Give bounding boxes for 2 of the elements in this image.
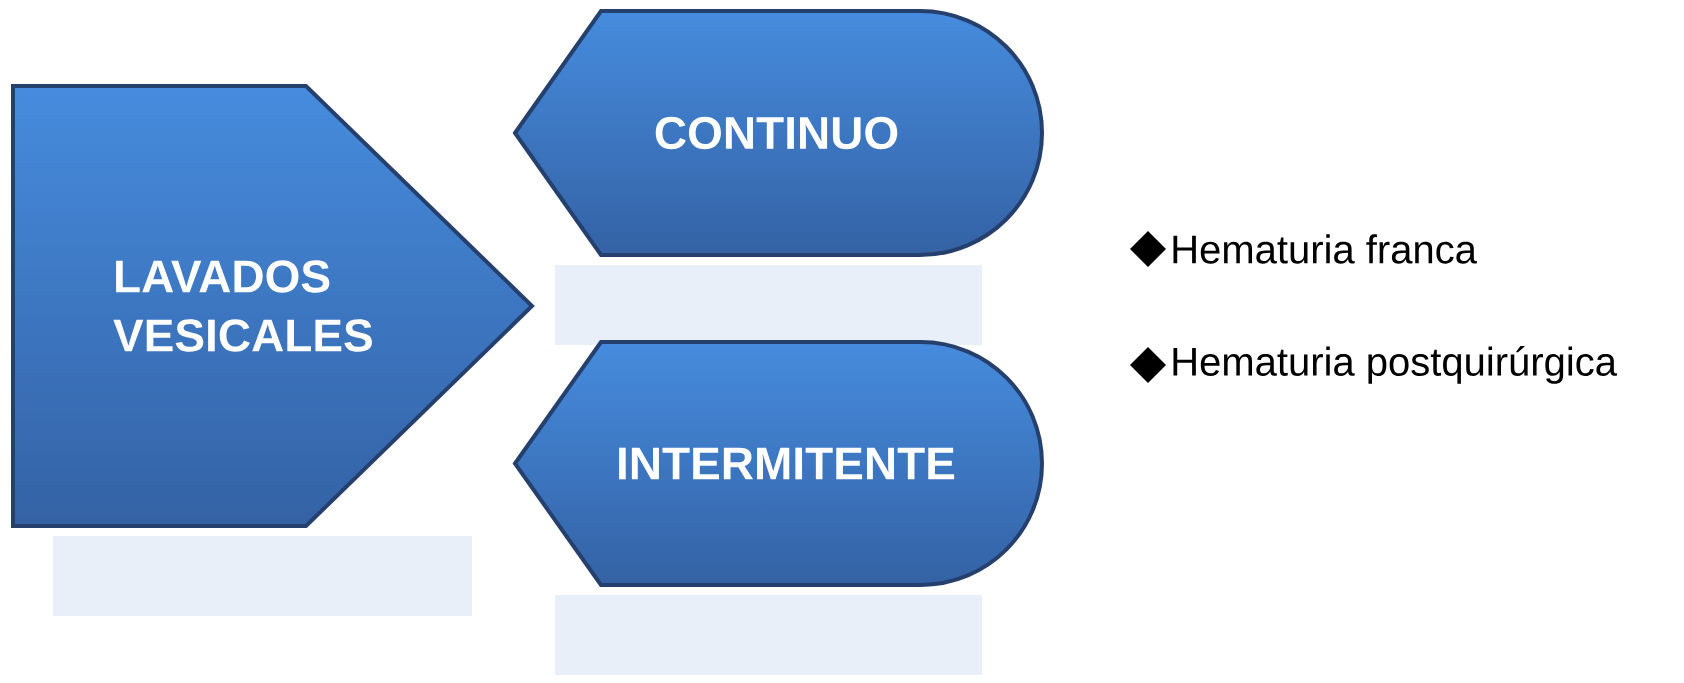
bullet-text: Hematuria franca [1173,234,1477,264]
bullet-text: Hematuria postquirúrgica [1173,346,1617,384]
